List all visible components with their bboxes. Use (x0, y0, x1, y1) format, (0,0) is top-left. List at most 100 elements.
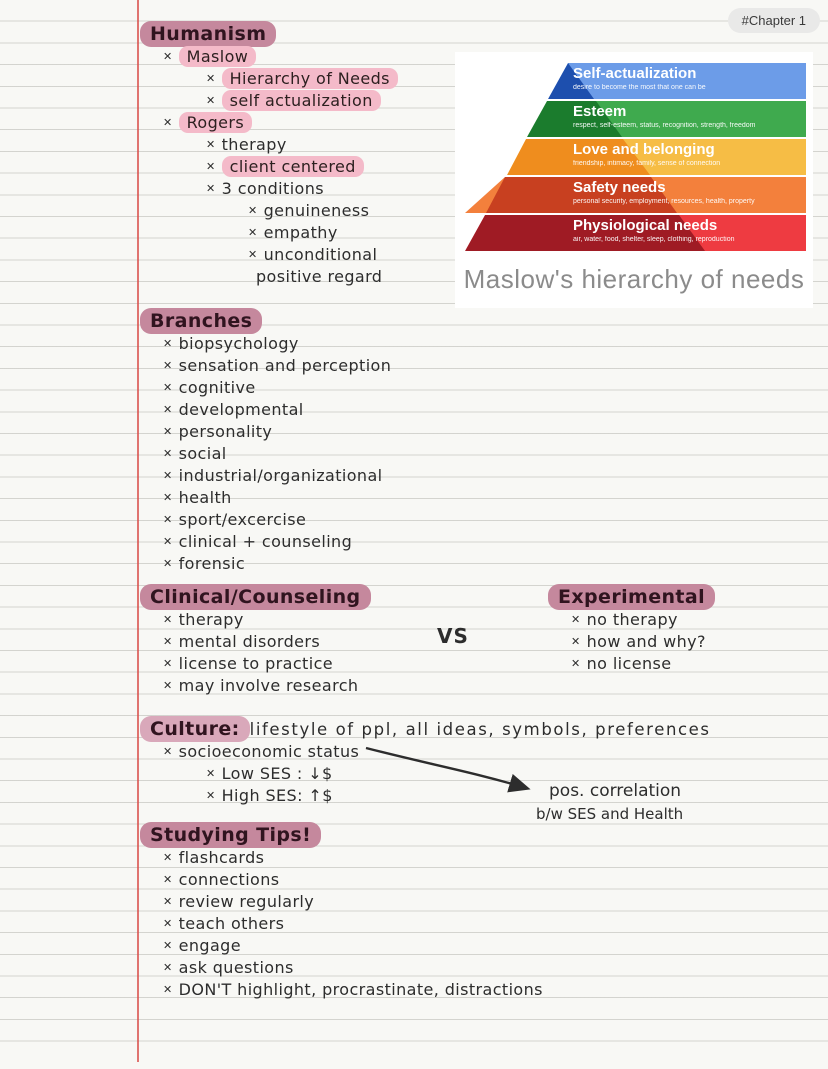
note-text: ask questions (178, 957, 294, 977)
note-text: social (178, 443, 227, 463)
x-bullet-icon: ✕ (163, 612, 173, 626)
note-line: ✕ teach others (163, 912, 543, 934)
x-bullet-icon: ✕ (206, 93, 216, 107)
x-bullet-icon: ✕ (206, 71, 216, 85)
x-bullet-icon: ✕ (163, 358, 173, 372)
note-line: ✕ socioeconomic status (163, 740, 711, 762)
note-line: ✕clinical + counseling (163, 530, 391, 552)
section-culture: Culture: lifestyle of ppl, all ideas, sy… (140, 716, 711, 806)
pyramid-level-title: Love and belonging (573, 141, 715, 158)
x-bullet-icon: ✕ (163, 916, 173, 930)
highlighted-text: Rogers (178, 111, 253, 133)
pyramid-slope-shade (486, 177, 677, 213)
highlighted-text: client centered (221, 155, 364, 177)
note-text: may involve research (178, 675, 359, 695)
note-text: positive regard (256, 266, 383, 286)
note-text: sensation and perception (178, 355, 392, 375)
note-text: engage (178, 935, 241, 955)
note-text: therapy (178, 609, 244, 629)
note-line: ✕personality (163, 420, 391, 442)
note-line: ✕may involve research (163, 674, 371, 696)
note-line: ✕ social (163, 442, 391, 464)
note-text: mental disorders (178, 631, 321, 651)
pyramid-slope-shade (507, 139, 650, 175)
note-line: ✕3 conditions (206, 177, 398, 199)
highlighted-text: Humanism (140, 21, 277, 47)
highlighted-text: Culture: (140, 716, 250, 742)
note-line: ✕empathy (248, 221, 398, 243)
highlighted-text: Maslow (178, 45, 257, 67)
note-text: teach others (178, 913, 285, 933)
note-line: ✕unconditional (248, 243, 398, 265)
vs-label: VS (437, 624, 469, 648)
note-text: sport/excercise (178, 509, 307, 529)
note-line: ✕no license (571, 652, 715, 674)
note-text: forensic (178, 553, 246, 573)
highlighted-text: Clinical/Counseling (140, 584, 371, 610)
note-text: therapy (221, 134, 287, 154)
x-bullet-icon: ✕ (163, 512, 173, 526)
pyramid-level-subtitle: respect, self-esteem, status, recognitio… (573, 122, 756, 129)
highlighted-text: Hierarchy of Needs (221, 67, 398, 89)
note-line: ✕ engage (163, 934, 543, 956)
highlighted-text: Branches (140, 308, 263, 334)
note-line: ✕biopsychology (163, 332, 391, 354)
note-text: socioeconomic status (178, 741, 360, 761)
note-line: ✕therapy (206, 133, 398, 155)
note-text: unconditional (263, 244, 378, 264)
x-bullet-icon: ✕ (163, 634, 173, 648)
note-text: industrial/organizational (178, 465, 383, 485)
note-line: ✕industrial/organizational (163, 464, 391, 486)
note-line: ✕ask questions (163, 956, 543, 978)
highlighted-text: self actualization (221, 89, 381, 111)
note-text: health (178, 487, 232, 507)
note-text: lifestyle of ppl, all ideas, symbols, pr… (249, 719, 711, 739)
section-studying-tips: Studying Tips!✕flashcards✕connections✕re… (140, 822, 543, 1000)
note-line: ✕how and why? (571, 630, 715, 652)
note-text: review regularly (178, 891, 315, 911)
section-branches: Branches✕biopsychology✕sensation and per… (140, 308, 392, 574)
x-bullet-icon: ✕ (248, 203, 258, 217)
note-line: ✕Maslow (163, 45, 398, 67)
pyramid-level-subtitle: personal security, employment, resources… (573, 198, 755, 205)
pyramid-level-title: Physiological needs (573, 217, 718, 234)
x-bullet-icon: ✕ (206, 181, 216, 195)
note-line: positive regard (256, 265, 398, 287)
x-bullet-icon: ✕ (163, 894, 173, 908)
note-line: ✕cognitive (163, 376, 391, 398)
note-line: ✕flashcards (163, 846, 543, 868)
note-line: ✕genuineness (248, 199, 398, 221)
note-line: ✕ self actualization (206, 89, 398, 111)
note-line: ✕ Rogers (163, 111, 398, 133)
x-bullet-icon: ✕ (248, 225, 258, 239)
x-bullet-icon: ✕ (163, 534, 173, 548)
note-line: ✕ mental disorders (163, 630, 371, 652)
highlighted-text: Studying Tips! (140, 822, 322, 848)
chapter-tag[interactable]: #Chapter 1 (727, 8, 820, 33)
note-text: no license (586, 653, 672, 673)
x-bullet-icon: ✕ (163, 872, 173, 886)
x-bullet-icon: ✕ (163, 115, 173, 129)
note-text: connections (178, 869, 280, 889)
note-text: biopsychology (178, 333, 299, 353)
note-text: license to practice (178, 653, 334, 673)
section-experimental: Experimental✕no therapy✕how and why?✕no … (548, 584, 716, 674)
x-bullet-icon: ✕ (163, 556, 173, 570)
x-bullet-icon: ✕ (163, 490, 173, 504)
correlation-arrow-icon (365, 746, 531, 793)
x-bullet-icon: ✕ (163, 744, 173, 758)
note-line: Clinical/Counseling (140, 584, 371, 610)
x-bullet-icon: ✕ (163, 850, 173, 864)
x-bullet-icon: ✕ (206, 159, 216, 173)
x-bullet-icon: ✕ (163, 938, 173, 952)
x-bullet-icon: ✕ (163, 656, 173, 670)
x-bullet-icon: ✕ (163, 446, 173, 460)
note-line: ✕ Hierarchy of Needs (206, 67, 398, 89)
pyramid-left-mask (463, 63, 568, 99)
pyramid-level-subtitle: desire to become the most that one can b… (573, 84, 706, 91)
